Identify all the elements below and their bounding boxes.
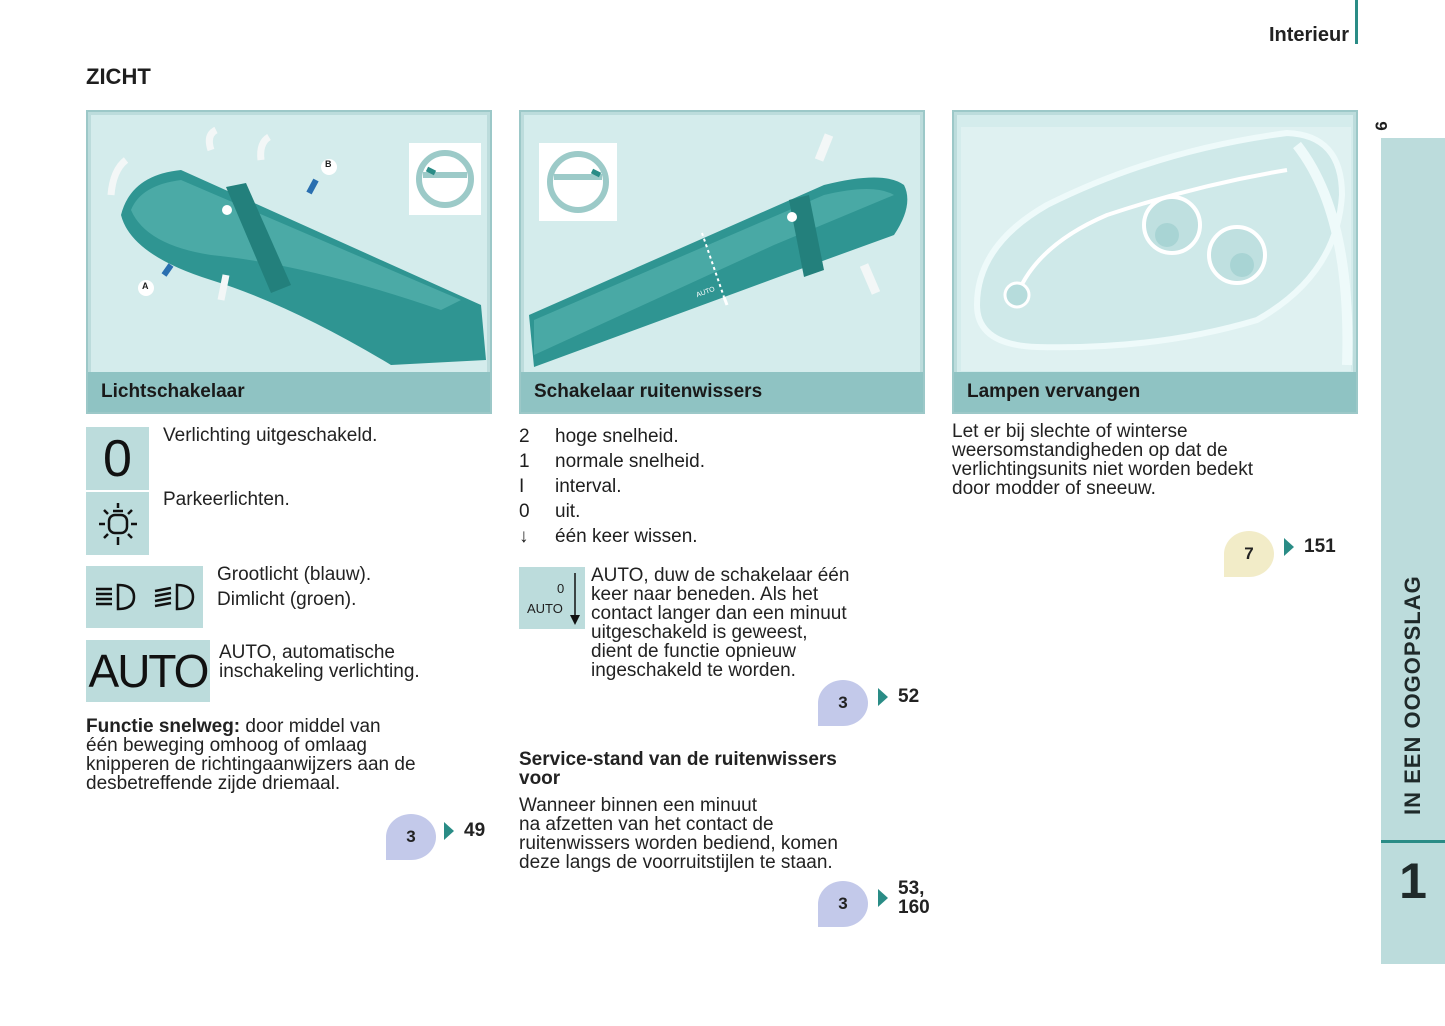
- panel-caption: Lampen vervangen: [954, 372, 1356, 412]
- panel-caption: Schakelaar ruitenwissers: [521, 372, 923, 412]
- service-mode-title-1: Service-stand van de ruitenwissers: [519, 749, 837, 770]
- reference-chapter-badge[interactable]: 3: [818, 680, 868, 726]
- highway-line-1: door middel van: [240, 716, 381, 737]
- lamp-advice-text: Let er bij slechte of winterse weersomst…: [952, 421, 1254, 499]
- reference-arrow-icon: [878, 688, 888, 706]
- panel-light-switch: B A Lichtschakelaar: [86, 110, 492, 414]
- light-off-symbol: 0: [86, 427, 149, 490]
- reference-page-link[interactable]: 49: [464, 820, 486, 841]
- highway-line-4: desbetreffende zijde driemaal.: [86, 773, 341, 794]
- high-beam-icon: [96, 583, 136, 611]
- parking-light-icon: [98, 502, 137, 545]
- service-mode-text: Wanneer binnen een minuut na afzetten va…: [519, 795, 838, 873]
- auto-light-icon: AUTO: [88, 645, 210, 697]
- light-off-icon: 0: [103, 429, 132, 488]
- chapter-tab-divider: [1381, 840, 1445, 843]
- diagram-label-b: B: [325, 159, 332, 169]
- diagram-label-a: A: [142, 281, 149, 291]
- auto-light-symbol: AUTO: [86, 640, 210, 702]
- reference-page-link[interactable]: 151: [1304, 536, 1336, 557]
- reference-arrow-icon: [878, 889, 888, 907]
- highway-line-2: één beweging omhoog of omlaag: [86, 735, 367, 756]
- wiper-auto-text: AUTO, duw de schakelaar één keer naar be…: [591, 565, 850, 681]
- reference-page-link[interactable]: 53,: [898, 878, 925, 899]
- chapter-number: 1: [1399, 853, 1427, 909]
- wiper-stalk-illustration: AUTO: [524, 115, 920, 373]
- reference-chapter-badge[interactable]: 3: [386, 814, 436, 860]
- high-beam-text: Grootlicht (blauw).: [217, 564, 372, 585]
- wiper-auto-symbol: 0 AUTO: [519, 567, 585, 629]
- light-off-text: Verlichting uitgeschakeld.: [163, 425, 378, 446]
- reference-chapter-badge[interactable]: 3: [818, 881, 868, 927]
- auto-light-text-1: AUTO, automatische: [219, 642, 396, 663]
- low-beam-icon: [154, 583, 195, 611]
- chapter-tab[interactable]: [1381, 138, 1445, 964]
- reference-page-link[interactable]: 52: [898, 686, 920, 707]
- section-name: Interieur: [1268, 24, 1349, 46]
- highway-line-3: knipperen de richtingaanwijzers aan de: [86, 754, 416, 775]
- reference-arrow-icon: [1284, 538, 1294, 556]
- reference-chapter-badge[interactable]: 7: [1224, 531, 1274, 577]
- highway-function-text: Functie snelweg: door middel van: [86, 717, 381, 736]
- light-stalk-illustration: B A: [91, 115, 487, 373]
- highway-function-label: Functie snelweg:: [86, 716, 241, 737]
- parking-light-text: Parkeerlichten.: [163, 489, 290, 510]
- list-item: ↓één keer wissen.: [519, 526, 698, 547]
- panel-wiper-switch: AUTO Schakelaar ruitenwissers: [519, 110, 925, 414]
- reference-page-link[interactable]: 160: [898, 897, 930, 918]
- wiper-auto-label: AUTO: [527, 601, 563, 616]
- low-beam-text: Dimlicht (groen).: [217, 589, 357, 610]
- beam-symbols: [86, 566, 203, 628]
- panel-caption: Lichtschakelaar: [88, 372, 490, 412]
- arrow-down-icon: [570, 573, 580, 625]
- page-title: ZICHT: [86, 64, 151, 89]
- page-number: 9: [1371, 121, 1391, 131]
- wiper-auto-zero: 0: [557, 581, 565, 596]
- chapter-tab-label: IN EEN OOGOPSLAG: [1400, 575, 1425, 815]
- reference-arrow-icon: [444, 822, 454, 840]
- parking-light-symbol: [86, 492, 149, 555]
- auto-light-text-2: inschakeling verlichting.: [219, 661, 420, 682]
- headlamp-illustration: [957, 115, 1353, 373]
- panel-lamp-replacement: Lampen vervangen: [952, 110, 1358, 414]
- service-mode-title-2: voor: [519, 768, 561, 789]
- header-rule: [1355, 0, 1358, 44]
